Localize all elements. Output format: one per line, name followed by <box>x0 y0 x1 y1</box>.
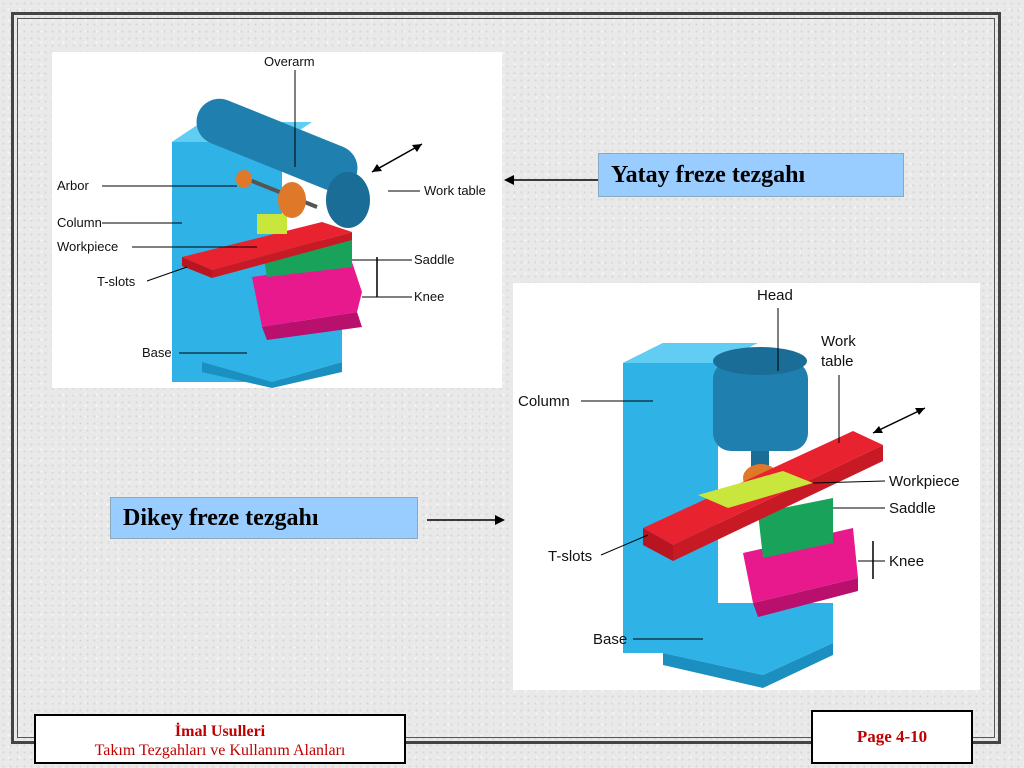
callout-vertical-mill: Dikey freze tezgahı <box>110 497 418 539</box>
label-work-table: Work table <box>424 183 486 198</box>
vertical-workpiece-shape <box>698 471 813 508</box>
label-vertical-tslots: T-slots <box>548 548 592 565</box>
horizontal-mill-diagram: Overarm Arbor Column Workpiece T-slots B… <box>52 52 502 388</box>
workpiece-shape <box>257 214 287 234</box>
callout-horizontal-mill: Yatay freze tezgahı <box>598 153 904 197</box>
label-arbor: Arbor <box>57 178 89 193</box>
slide-frame-inner <box>17 18 995 738</box>
slide-frame-outer <box>11 12 1001 744</box>
overarm-shape <box>196 98 358 192</box>
label-base: Base <box>142 345 172 360</box>
label-column: Column <box>57 215 102 230</box>
label-workpiece: Workpiece <box>57 239 118 254</box>
vertical-mill-diagram: Head Work table Column Workpiece Saddle … <box>513 283 980 690</box>
label-saddle: Saddle <box>414 252 454 267</box>
cutter-shape <box>278 182 306 218</box>
label-head: Head <box>757 287 793 304</box>
footer-subtitle: Takım Tezgahları ve Kullanım Alanları <box>94 742 346 759</box>
arrow-to-horizontal-mill <box>504 175 598 185</box>
label-table-line2: table <box>821 353 854 370</box>
label-overarm: Overarm <box>264 54 315 69</box>
arrow-to-vertical-mill <box>427 515 505 525</box>
footer-course-box: İmal Usulleri Takım Tezgahları ve Kullan… <box>34 714 406 764</box>
label-tslots: T-slots <box>97 274 136 289</box>
label-knee: Knee <box>414 289 444 304</box>
footer-page-number: Page 4-10 <box>811 710 973 764</box>
knee-shape <box>252 262 362 327</box>
label-vertical-saddle: Saddle <box>889 500 936 517</box>
label-vertical-base: Base <box>593 631 627 648</box>
label-vertical-knee: Knee <box>889 553 924 570</box>
head-shape <box>713 361 808 451</box>
label-work-line1: Work <box>821 333 856 350</box>
vertical-saddle-shape <box>758 498 833 558</box>
footer-course-title: İmal Usulleri <box>174 723 266 740</box>
label-vertical-workpiece: Workpiece <box>889 473 960 490</box>
label-vertical-column: Column <box>518 393 570 410</box>
table-shape <box>182 222 352 270</box>
